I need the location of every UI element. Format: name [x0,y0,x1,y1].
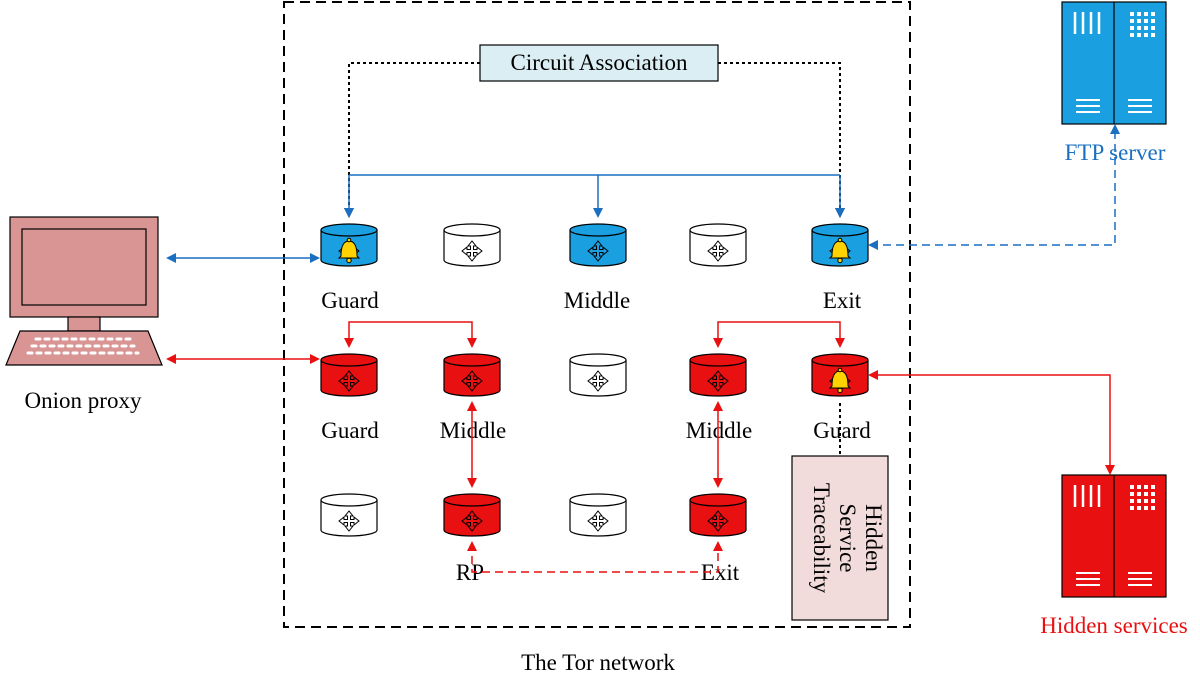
circuit-association-line-left [344,62,480,218]
blue-dashed-exit-ftp [868,124,1120,250]
relay-node [570,494,626,536]
hidden-services-label: Hidden services [1040,613,1188,638]
traceability-line-2: Service [835,504,860,573]
red-middle-node-service [690,354,746,396]
red-link-guard-hidden-services [868,370,1115,475]
tor-network-boundary [283,1,911,628]
red-rp-node [444,494,500,536]
hidden-service-traceability-box [791,455,889,621]
relay-node [570,354,626,396]
tor-network-title: The Tor network [521,650,675,673]
label-guard-client: Guard [321,288,379,313]
blue-guard-node [321,224,377,266]
hidden-services-server-icon [1061,474,1167,598]
label-guard-service: Guard [813,418,871,443]
onion-proxy-label: Onion proxy [25,388,142,413]
red-dashed-rp-exit [467,541,723,573]
relay-node [321,494,377,536]
label-guard-proxy: Guard [321,418,379,443]
ftp-server-icon [1061,1,1167,125]
traceability-line-1: Hidden [861,504,886,572]
red-exit-node [690,494,746,536]
circuit-association-label: Circuit Association [511,50,688,75]
red-link-middle-guard [713,321,845,348]
red-link-guard-middle [344,321,477,348]
onion-proxy-computer-icon [5,216,163,366]
label-rp: RP [456,560,484,585]
traceability-line-3: Traceability [809,483,834,594]
blue-middle-node [570,224,626,266]
circuit-association-line-right [718,62,845,218]
red-middle-node [444,354,500,396]
blue-exit-node [812,224,868,266]
relay-node [444,224,500,266]
red-guard-node-service [812,354,868,396]
relay-node [690,224,746,266]
label-middle-proxy: Middle [440,418,506,443]
label-middle-client: Middle [564,288,630,313]
red-guard-node [321,354,377,396]
label-exit-client: Exit [823,288,862,313]
circuit-association-box [479,44,719,82]
label-middle-service: Middle [686,418,752,443]
